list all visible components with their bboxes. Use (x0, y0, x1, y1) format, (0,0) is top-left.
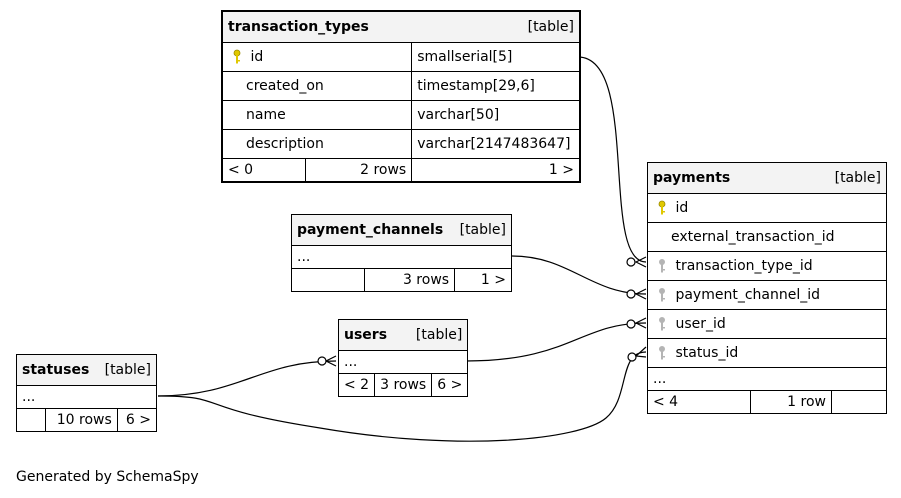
table-name: payment_channels (297, 222, 444, 238)
columns-ellipsis: ... (16, 385, 157, 409)
table-header[interactable]: statuses [table] (16, 354, 157, 386)
edge-payment-channels-payments (511, 255, 647, 295)
edge-statuses-users (157, 360, 337, 397)
table-kind: [table] (415, 327, 463, 343)
parents-link[interactable]: < 4 (647, 390, 751, 414)
edge-end-circle (626, 289, 636, 299)
children-link[interactable]: 6 > (431, 373, 469, 397)
table-transaction-types[interactable]: transaction_types [table] id smallserial… (221, 10, 581, 183)
children-link[interactable]: 1 > (454, 268, 512, 292)
table-header[interactable]: payment_channels [table] (291, 214, 512, 246)
table-name: users (344, 327, 388, 343)
column-row[interactable]: external_transaction_id (647, 222, 887, 252)
foreign-key-icon (659, 288, 665, 302)
foreign-key-icon (659, 346, 665, 360)
columns-ellipsis: ... (647, 367, 887, 391)
column-name: id (250, 49, 264, 65)
crowfoot-users (634, 317, 647, 329)
row-count: 1 row (750, 390, 832, 414)
columns-ellipsis: ... (337, 350, 469, 374)
column-row[interactable]: user_id (647, 309, 887, 339)
table-kind: [table] (527, 19, 574, 35)
columns-ellipsis: ... (291, 245, 512, 269)
edge-end-circle (626, 319, 636, 329)
children-link[interactable]: 1 > (411, 158, 580, 182)
edge-end-circle (627, 352, 637, 362)
table-name: payments (653, 170, 731, 186)
table-header[interactable]: payments [table] (647, 162, 887, 194)
parents-link[interactable]: < 2 (337, 373, 376, 397)
edge-end-circle (317, 356, 327, 366)
row-count: 3 rows (363, 268, 456, 292)
column-name: name (246, 107, 286, 123)
column-row[interactable]: id smallserial[5] (221, 42, 580, 72)
column-row[interactable]: transaction_type_id (647, 251, 887, 281)
column-row[interactable]: created_on timestamp[29,6] (221, 71, 580, 101)
primary-key-icon (658, 200, 666, 215)
crowfoot-payment-channels (634, 288, 647, 300)
primary-key-icon (233, 49, 241, 64)
children-link[interactable] (831, 390, 887, 414)
table-name: transaction_types (228, 19, 369, 35)
column-name: status_id (675, 345, 739, 361)
table-payment-channels[interactable]: payment_channels [table] ... 3 rows 1 > (291, 214, 512, 292)
column-name: payment_channel_id (675, 287, 820, 303)
row-count: 3 rows (374, 373, 433, 397)
table-kind: [table] (834, 170, 881, 186)
column-name: transaction_type_id (675, 258, 813, 274)
edge-users-payments (465, 322, 647, 362)
crowfoot-transaction-types (634, 256, 647, 268)
parents-link[interactable]: < 0 (222, 158, 306, 182)
parents-link[interactable] (16, 408, 46, 432)
column-row[interactable]: description varchar[2147483647] (221, 129, 580, 159)
children-link[interactable]: 6 > (116, 408, 158, 432)
column-type: varchar[2147483647] (411, 129, 580, 159)
column-name: id (675, 200, 689, 216)
table-header[interactable]: users [table] (337, 319, 469, 351)
foreign-key-icon (659, 259, 665, 273)
column-name: description (246, 136, 324, 152)
parents-link[interactable] (291, 268, 365, 292)
edge-end-circle (626, 257, 636, 267)
column-row[interactable]: payment_channel_id (647, 280, 887, 310)
column-type: varchar[50] (411, 100, 580, 130)
column-row[interactable]: name varchar[50] (221, 100, 580, 130)
column-type: timestamp[29,6] (411, 71, 580, 101)
table-statuses[interactable]: statuses [table] ... 10 rows 6 > (16, 354, 158, 432)
column-row[interactable]: status_id (647, 338, 887, 368)
table-payments[interactable]: payments [table] id external_transaction… (647, 162, 887, 414)
table-header[interactable]: transaction_types [table] (222, 11, 580, 43)
column-name: external_transaction_id (671, 229, 835, 245)
table-name: statuses (22, 362, 90, 378)
row-count: 10 rows (45, 408, 118, 432)
table-users[interactable]: users [table] ... < 2 3 rows 6 > (337, 319, 469, 397)
edge-transaction-types-payments (577, 56, 647, 263)
edge-statuses-payments (157, 351, 647, 442)
column-row[interactable]: id (647, 193, 887, 223)
row-count: 2 rows (304, 158, 413, 182)
table-kind: [table] (459, 222, 506, 238)
generated-by-footer: Generated by SchemaSpy (16, 469, 199, 485)
column-type: smallserial[5] (411, 42, 580, 72)
foreign-key-icon (659, 317, 665, 331)
column-name: created_on (246, 78, 324, 94)
table-kind: [table] (104, 362, 151, 378)
column-name: user_id (675, 316, 726, 332)
